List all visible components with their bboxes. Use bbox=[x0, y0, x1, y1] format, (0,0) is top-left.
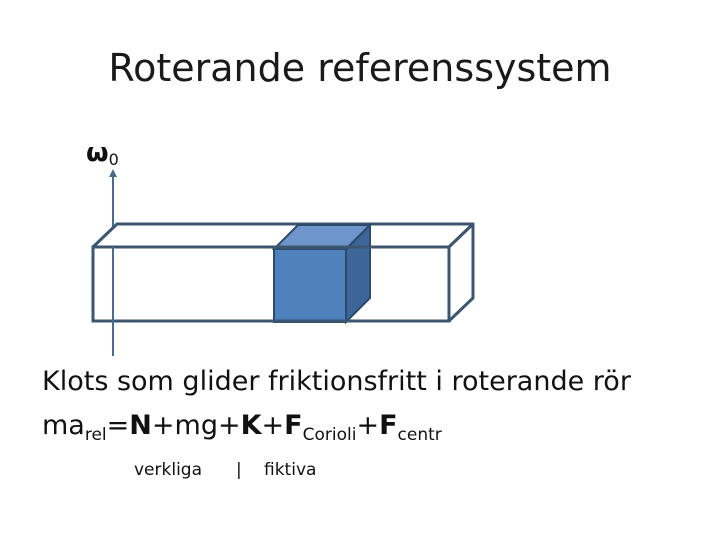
block-front-face bbox=[273, 248, 347, 323]
description-text: Klots som glider friktionsfritt i rotera… bbox=[42, 366, 631, 397]
formula-sub-corioli: Corioli bbox=[302, 425, 357, 445]
axis-arrow-head bbox=[109, 169, 117, 177]
real-forces-label: verkliga bbox=[134, 460, 203, 480]
formula-ma: ma bbox=[42, 410, 85, 441]
formula-N: N bbox=[129, 410, 152, 441]
slide-title: Roterande referenssystem bbox=[108, 46, 612, 90]
fictitious-forces-label: fiktiva bbox=[264, 460, 317, 480]
formula: marel=N+mg+K+FCorioli+Fcentr bbox=[42, 406, 442, 455]
formula-F-corioli: F bbox=[284, 410, 303, 441]
label-separator: | bbox=[236, 460, 242, 480]
formula-sub-rel: rel bbox=[84, 425, 107, 445]
formula-plus-2: + bbox=[356, 410, 380, 441]
formula-equals: = bbox=[106, 410, 130, 441]
omega-subscript: 0 bbox=[108, 150, 119, 169]
angular-velocity-label: ω0 bbox=[86, 136, 119, 177]
formula-F-centr: F bbox=[379, 410, 398, 441]
formula-sub-centr: centr bbox=[397, 425, 442, 445]
omega-symbol: ω bbox=[86, 138, 109, 168]
formula-plus-1: + bbox=[261, 410, 285, 441]
tube-front-face bbox=[91, 245, 451, 323]
formula-plus-mg: +mg+ bbox=[151, 410, 241, 441]
formula-K: K bbox=[240, 410, 262, 441]
